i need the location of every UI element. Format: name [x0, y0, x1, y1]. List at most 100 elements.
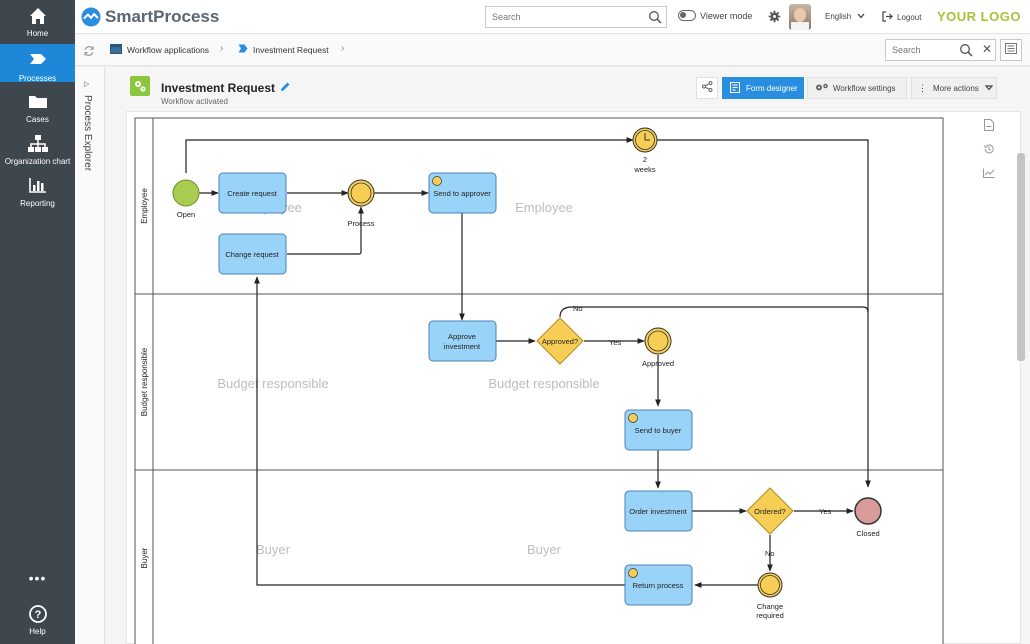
vertical-dots-icon: ⋮ [918, 82, 927, 93]
language-label: English [825, 12, 852, 21]
more-actions-label: More actions [933, 83, 979, 93]
lane-watermark: Employee [515, 200, 573, 215]
analytics-icon[interactable] [980, 164, 998, 182]
local-search-input[interactable] [886, 40, 956, 60]
end-event-closed[interactable] [854, 497, 882, 525]
logout-label: Logout [897, 13, 922, 22]
bpmn-diagram: Employee Budget responsible Buyer Employ… [134, 117, 944, 644]
refresh-icon[interactable] [83, 44, 95, 62]
global-search[interactable] [485, 6, 667, 28]
intermediate-event-change-required[interactable] [757, 572, 783, 598]
home-icon [0, 6, 75, 28]
chevron-down-icon [857, 12, 865, 21]
app-logo[interactable]: SmartProcess [81, 6, 219, 28]
lane-watermark: Buyer [256, 542, 291, 557]
more-actions-button[interactable]: ⋮ More actions [911, 77, 997, 99]
workflow-status: Workflow activated [161, 97, 228, 106]
breadcrumb-separator-icon: › [341, 43, 345, 54]
org-chart-icon [0, 134, 75, 156]
form-designer-button[interactable]: Form designer [722, 77, 804, 99]
expand-arrow-icon[interactable]: ▷ [84, 81, 90, 88]
flow-label-yes: Yes [819, 507, 831, 516]
breadcrumb-investment-request[interactable]: Investment Request [238, 44, 329, 55]
help-icon: ? [0, 604, 75, 626]
customer-logo: YOUR LOGO [937, 9, 1021, 24]
language-selector[interactable]: English [825, 12, 865, 21]
viewer-mode-toggle[interactable]: Viewer mode [678, 10, 752, 21]
process-explorer-label[interactable]: Process Explorer [82, 95, 93, 172]
logout-button[interactable]: Logout [882, 11, 921, 24]
viewer-mode-label: Viewer mode [700, 10, 753, 21]
svg-text:Return process: Return process [633, 581, 684, 590]
clear-search-icon[interactable]: ✕ [982, 42, 993, 56]
caret-down-icon [984, 84, 994, 93]
list-view-button[interactable] [1000, 39, 1022, 61]
task-send-to-buyer[interactable]: Send to buyer [624, 409, 693, 451]
svg-text:Approved?: Approved? [542, 337, 578, 346]
task-create-request[interactable]: Create request [218, 172, 287, 214]
search-icon[interactable] [959, 43, 973, 62]
task-send-to-approver[interactable]: Send to approver [428, 172, 497, 214]
event-label-change-required: Change [757, 602, 783, 611]
folder-icon [0, 92, 75, 114]
more-menu-button[interactable]: ••• [28, 570, 47, 586]
nav-item-home[interactable]: Home [0, 6, 75, 40]
nav-item-cases[interactable]: Cases [0, 92, 75, 126]
search-icon[interactable] [648, 10, 662, 29]
global-search-input[interactable] [486, 7, 641, 27]
event-label-process: Process [347, 219, 374, 228]
edit-pencil-icon[interactable] [280, 81, 291, 95]
user-avatar[interactable] [789, 4, 811, 30]
breadcrumb-workflow-applications[interactable]: Workflow applications [110, 44, 209, 56]
left-navigation: Home Processes Cases Organization chart … [0, 0, 75, 644]
intermediate-event-approved[interactable] [644, 327, 672, 355]
event-label-timer: weeks [633, 165, 656, 174]
workflow-settings-button[interactable]: Workflow settings [807, 77, 907, 99]
nav-item-help[interactable]: ? Help [0, 604, 75, 638]
gear-icon[interactable] [768, 10, 781, 28]
task-order-investment[interactable]: Order investment [624, 490, 693, 532]
task-approve-investment[interactable]: Approve investment [428, 320, 497, 362]
intermediate-event-process[interactable] [347, 179, 375, 207]
workflow-gears-icon [130, 76, 150, 96]
top-header: SmartProcess Viewer mode English Logout … [75, 0, 1030, 34]
pdf-export-icon[interactable] [980, 116, 998, 134]
event-label-change-required: required [756, 611, 784, 620]
breadcrumb-bar: Workflow applications › Investment Reque… [75, 34, 1030, 66]
list-icon [1005, 41, 1017, 59]
task-return-process[interactable]: Return process [624, 564, 693, 606]
flow-label-no: No [765, 549, 775, 558]
nav-label-processes: Processes [18, 74, 57, 83]
smartprocess-logo-icon [81, 7, 101, 27]
gears-icon [815, 82, 829, 95]
nav-item-organization-chart[interactable]: Organization chart [0, 134, 75, 168]
workflow-settings-label: Workflow settings [833, 83, 896, 93]
application-icon [110, 44, 122, 56]
timer-event[interactable] [632, 127, 658, 153]
vertical-scrollbar[interactable] [1017, 153, 1025, 361]
brand-name: SmartProcess [105, 7, 220, 26]
gateway-approved[interactable]: Approved? [536, 317, 584, 365]
svg-text:Change request: Change request [225, 250, 279, 259]
start-event[interactable] [172, 179, 200, 207]
workflow-title: Investment Request [161, 81, 291, 95]
share-button[interactable] [696, 77, 718, 99]
gateway-ordered[interactable]: Ordered? [746, 487, 794, 535]
toggle-switch-icon[interactable] [678, 10, 696, 21]
lane-watermark: Buyer [527, 542, 562, 557]
lane-watermark: Budget responsible [217, 376, 328, 391]
nav-item-reporting[interactable]: Reporting [0, 176, 75, 210]
flow-label-no: No [573, 304, 583, 313]
history-icon[interactable] [980, 140, 998, 158]
task-change-request[interactable]: Change request [218, 233, 287, 275]
svg-text:Approve: Approve [448, 332, 476, 341]
local-search[interactable]: ✕ [885, 39, 996, 61]
process-explorer-panel[interactable]: ▷ Process Explorer [75, 67, 105, 644]
processes-icon [0, 51, 75, 73]
workflow-diagram-canvas[interactable]: Employee Budget responsible Buyer Employ… [126, 111, 1021, 644]
nav-label-reporting: Reporting [20, 199, 55, 208]
nav-item-processes[interactable]: Processes [0, 44, 75, 83]
message-event-icon [432, 176, 442, 186]
event-label-approved: Approved [642, 359, 674, 368]
share-icon [701, 79, 713, 97]
